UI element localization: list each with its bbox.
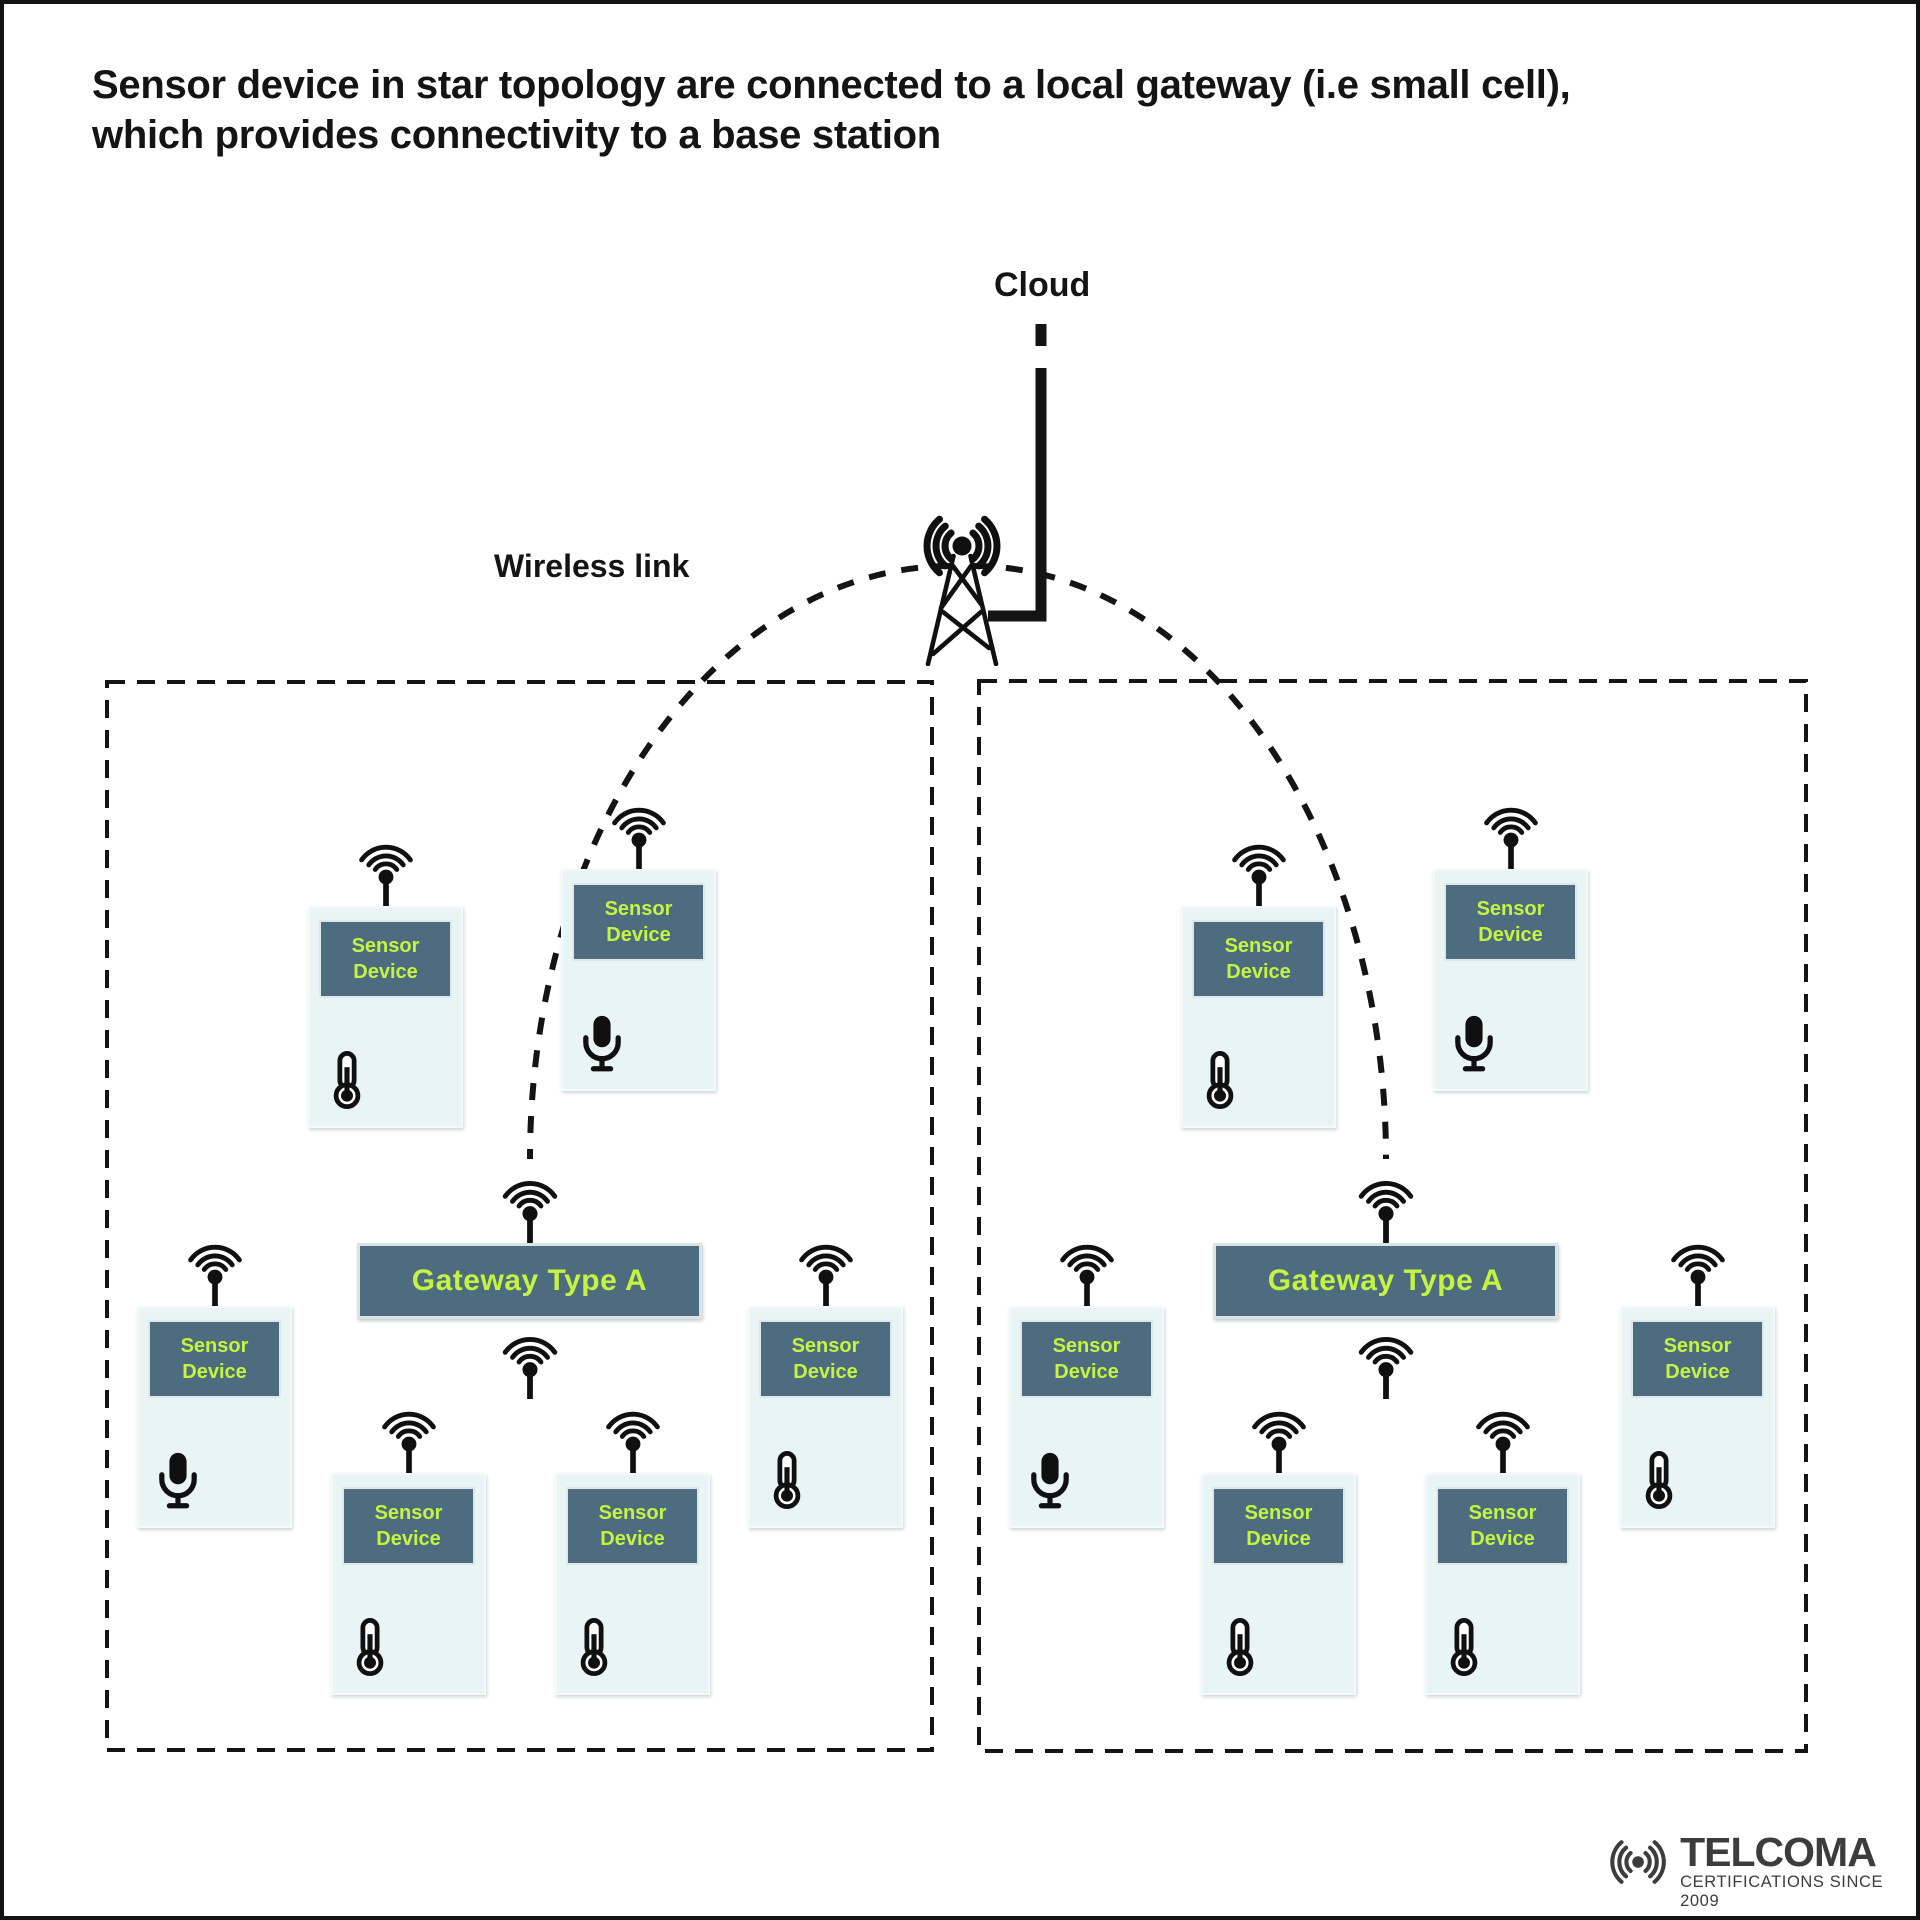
wifi-antenna-icon [351, 827, 421, 906]
thermometer-icon [1640, 1451, 1678, 1510]
radio-waves-icon [1598, 1834, 1678, 1890]
title-line1: Sensor device in star topology are conne… [92, 63, 1571, 107]
sensor-device-card: Sensor Device [1620, 1227, 1775, 1528]
wifi-antenna-down-icon [1349, 1319, 1423, 1399]
telcoma-logo: TELCOMA CERTIFICATIONS SINCE 2009 [1598, 1832, 1916, 1911]
wifi-antenna-icon [1349, 1163, 1423, 1243]
gateway-right: Gateway Type A [1213, 1163, 1558, 1399]
thermometer-icon [1445, 1618, 1483, 1677]
sensor-device-card: Sensor Device [748, 1227, 903, 1528]
sensor-device-label: Sensor Device [319, 920, 452, 998]
title-line2: which provides connectivity to a base st… [92, 113, 941, 157]
sensor-device-card: Sensor Device [561, 790, 716, 1091]
sensor-device-label: Sensor Device [1631, 1320, 1764, 1398]
thermometer-icon [575, 1618, 613, 1677]
sensor-device-label: Sensor Device [1444, 883, 1577, 961]
sensor-device-card: Sensor Device [1433, 790, 1588, 1091]
wifi-antenna-icon [791, 1227, 861, 1306]
wifi-antenna-icon [1663, 1227, 1733, 1306]
brand-name: TELCOMA [1680, 1829, 1877, 1875]
wifi-antenna-icon [604, 790, 674, 869]
wireless-link-label: Wireless link [494, 548, 690, 584]
sensor-device-card: Sensor Device [137, 1227, 292, 1528]
wifi-antenna-icon [1244, 1394, 1314, 1473]
sensor-device-card: Sensor Device [308, 827, 463, 1128]
gateway-right-box: Gateway Type A [1213, 1243, 1558, 1319]
base-station-tower-icon [927, 519, 997, 664]
thermometer-icon [1221, 1618, 1259, 1677]
sensor-device-label: Sensor Device [759, 1320, 892, 1398]
thermometer-icon [351, 1618, 389, 1677]
sensor-device-label: Sensor Device [572, 883, 705, 961]
microphone-icon [1029, 1451, 1071, 1510]
brand-tagline: CERTIFICATIONS SINCE 2009 [1680, 1873, 1884, 1910]
sensor-device-label: Sensor Device [566, 1487, 699, 1565]
sensor-device-label: Sensor Device [1192, 920, 1325, 998]
sensor-device-label: Sensor Device [1212, 1487, 1345, 1565]
wifi-antenna-icon [1468, 1394, 1538, 1473]
network-links-layer [105, 324, 1808, 1753]
page-title: Sensor device in star topology are conne… [92, 60, 1612, 160]
wifi-antenna-down-icon [493, 1319, 567, 1399]
microphone-icon [581, 1014, 623, 1073]
sensor-device-card: Sensor Device [1181, 827, 1336, 1128]
cloud-link-line [988, 324, 1047, 622]
wifi-antenna-icon [1224, 827, 1294, 906]
thermometer-icon [768, 1451, 806, 1510]
microphone-icon [157, 1451, 199, 1510]
gateway-left: Gateway Type A [357, 1163, 702, 1399]
sensor-device-card: Sensor Device [1425, 1394, 1580, 1695]
wifi-antenna-icon [598, 1394, 668, 1473]
sensor-device-label: Sensor Device [342, 1487, 475, 1565]
wifi-antenna-icon [180, 1227, 250, 1306]
sensor-device-card: Sensor Device [331, 1394, 486, 1695]
wifi-antenna-icon [374, 1394, 444, 1473]
sensor-device-label: Sensor Device [1020, 1320, 1153, 1398]
thermometer-icon [328, 1051, 366, 1110]
wifi-antenna-icon [1476, 790, 1546, 869]
sensor-device-card: Sensor Device [1009, 1227, 1164, 1528]
sensor-device-label: Sensor Device [1436, 1487, 1569, 1565]
sensor-device-card: Sensor Device [555, 1394, 710, 1695]
sensor-device-card: Sensor Device [1201, 1394, 1356, 1695]
gateway-left-box: Gateway Type A [357, 1243, 702, 1319]
sensor-device-label: Sensor Device [148, 1320, 281, 1398]
thermometer-icon [1201, 1051, 1239, 1110]
microphone-icon [1453, 1014, 1495, 1073]
wifi-antenna-icon [1052, 1227, 1122, 1306]
wifi-antenna-icon [493, 1163, 567, 1243]
cloud-label: Cloud [994, 266, 1091, 304]
